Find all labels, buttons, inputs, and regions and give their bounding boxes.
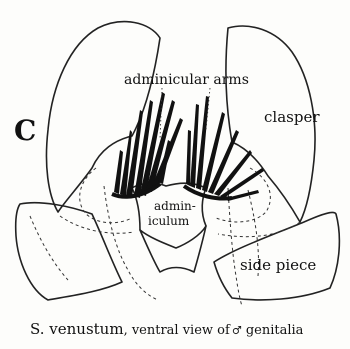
adminiculum-base bbox=[140, 226, 206, 272]
adminicular-arms-label: adminicular arms bbox=[124, 72, 249, 88]
side-piece-label: side piece bbox=[240, 256, 316, 274]
right-adminicular-spines bbox=[184, 96, 264, 201]
adminiculum-label-line2: iculum bbox=[148, 214, 190, 228]
clasper-label: clasper bbox=[264, 108, 320, 126]
adminiculum-label-line1: admin- bbox=[154, 199, 196, 213]
male-symbol: ♂ bbox=[232, 324, 242, 337]
left-adminicular-spines bbox=[112, 92, 183, 198]
caption-rest: , ventral view of bbox=[124, 323, 231, 338]
caption-species: S. venustum bbox=[30, 320, 124, 338]
panel-letter: C bbox=[14, 114, 36, 147]
figure-caption: S. venustum, ventral view of♂ genitalia bbox=[30, 320, 304, 338]
caption-tail: genitalia bbox=[242, 323, 304, 338]
left-side-piece bbox=[16, 203, 122, 300]
